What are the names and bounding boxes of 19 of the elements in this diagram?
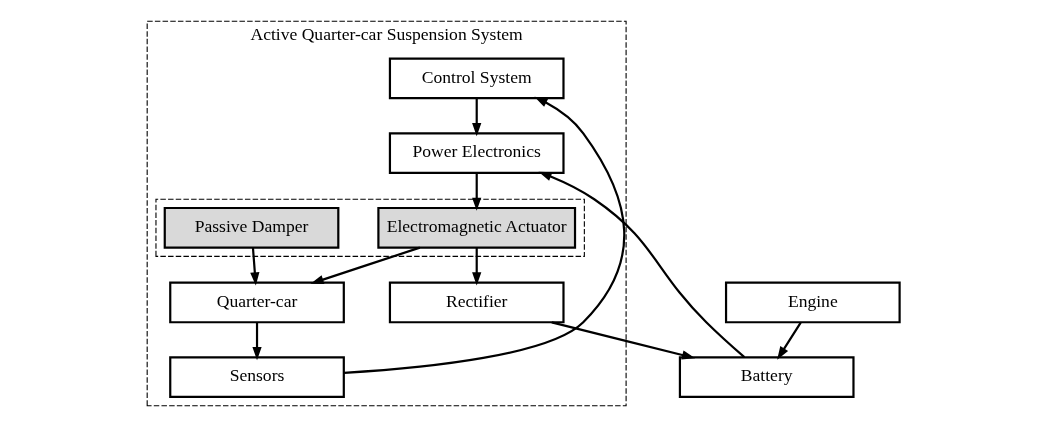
arrow — [310, 246, 421, 284]
node-box: Engine — [724, 281, 901, 324]
node-box: Sensors — [169, 356, 345, 399]
node-box: Passive Damper — [163, 206, 340, 249]
node-box: Control System — [388, 57, 565, 100]
node-box: Battery — [678, 356, 855, 399]
arrow — [250, 247, 260, 286]
arrow — [472, 173, 482, 211]
node-box: Rectifier — [388, 281, 565, 324]
node-box: Power Electronics — [388, 132, 565, 174]
arrow — [344, 96, 626, 374]
arrow — [551, 321, 696, 360]
node-box: Electromagnetic Actuator — [377, 206, 577, 249]
arrow — [538, 171, 746, 358]
node-box: Quarter-car — [169, 281, 345, 324]
arrow — [252, 322, 262, 361]
arrow — [472, 98, 482, 137]
arrow — [777, 322, 802, 360]
arrow — [472, 247, 482, 286]
